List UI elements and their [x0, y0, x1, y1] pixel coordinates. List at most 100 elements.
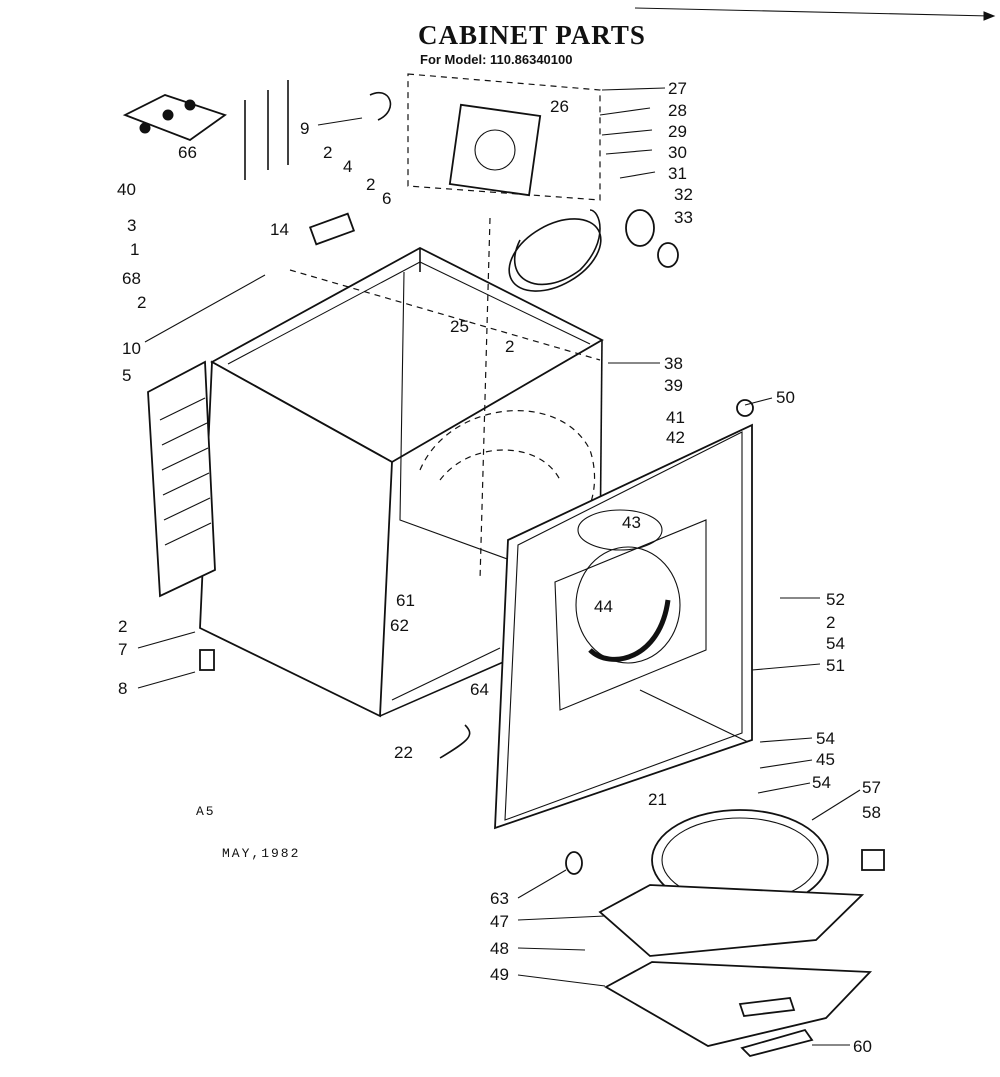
callout-32: 32: [674, 185, 693, 204]
callout-2c: 2: [137, 293, 146, 312]
back-panel-vent-6: [164, 522, 212, 546]
callout-60: 60: [853, 1037, 872, 1056]
drive-belt: [508, 218, 602, 292]
drum-inner-outline: [439, 449, 561, 481]
callout-38: 38: [664, 354, 683, 373]
terminal-screw-2: [162, 109, 174, 121]
model-subtitle: For Model: 110.86340100: [420, 52, 573, 67]
back-panel-vent-1: [159, 397, 206, 421]
callout-2b: 2: [366, 175, 375, 194]
foot-58: [861, 849, 885, 871]
callout-2d: 2: [505, 337, 514, 356]
callout-30: 30: [668, 143, 687, 162]
vertical-leader-dashed: [479, 217, 491, 581]
callout-27: 27: [668, 79, 687, 98]
door-seal-ring: [575, 546, 681, 664]
callout-leaders: [137, 87, 861, 1046]
leader-49: [517, 974, 606, 987]
callout-47: 47: [490, 912, 509, 931]
callout-8: 8: [118, 679, 127, 698]
leveling-leg: [199, 649, 215, 671]
leader-50: [744, 397, 773, 406]
callout-57: 57: [862, 778, 881, 797]
callout-42: 42: [666, 428, 685, 447]
back-panel: [147, 360, 216, 598]
leader-29: [601, 129, 653, 136]
door-panel-49: [604, 961, 873, 1047]
latch-33: [657, 242, 679, 268]
terminal-block: [122, 94, 227, 142]
date-note: MAY,1982: [222, 846, 301, 861]
callout-61: 61: [396, 591, 415, 610]
callout-68: 68: [122, 269, 141, 288]
control-assembly: [407, 73, 602, 292]
callout-14: 14: [270, 220, 289, 239]
leader-48: [517, 947, 586, 951]
back-panel-vent-2: [161, 422, 208, 446]
figure-code: A5: [196, 804, 216, 819]
callout-labels: 9 26 27 28 29 30 31 32 33 40 66 2 4 2 6 …: [117, 79, 881, 1056]
leader-54a: [759, 737, 813, 743]
leader-9: [317, 117, 363, 126]
back-panel-vent-5: [163, 497, 211, 521]
hardware-parts: [122, 80, 885, 875]
back-panel-frame: [147, 360, 216, 598]
leader-10: [144, 274, 266, 343]
back-panel-vent-4: [162, 472, 210, 496]
callout-4: 4: [343, 157, 352, 176]
callout-6: 6: [382, 189, 391, 208]
leader-47: [517, 915, 606, 921]
spring-22: [439, 724, 471, 759]
callout-44: 44: [594, 597, 613, 616]
latch-32: [625, 209, 655, 247]
cabinet-base-rail: [379, 659, 509, 717]
leader-28: [599, 107, 651, 116]
callout-5: 5: [122, 366, 131, 385]
callout-29: 29: [668, 122, 687, 141]
door-switch-area: [577, 509, 663, 551]
terminal-screw-1: [139, 122, 151, 134]
callout-52: 52: [826, 590, 845, 609]
callout-25: 25: [450, 317, 469, 336]
leader-63: [517, 869, 567, 899]
leader-27: [601, 87, 666, 91]
callout-54c: 54: [812, 773, 831, 792]
cabinet-base-rail-inner: [391, 647, 501, 701]
front-panel-leader: [639, 689, 749, 743]
door-handle-slot: [738, 997, 796, 1017]
motor-rotor: [474, 129, 516, 171]
callout-33: 33: [674, 208, 693, 227]
terminal-screw-3: [184, 99, 196, 111]
callout-40: 40: [117, 180, 136, 199]
callout-2f: 2: [118, 617, 127, 636]
callout-41: 41: [666, 408, 685, 427]
callout-64: 64: [470, 680, 489, 699]
callout-48: 48: [490, 939, 509, 958]
callout-66: 66: [178, 143, 197, 162]
door-plate-47: [598, 884, 865, 957]
back-panel-vent-3: [161, 447, 209, 471]
callout-10: 10: [122, 339, 141, 358]
leader-45: [759, 759, 813, 769]
callout-22: 22: [394, 743, 413, 762]
door-handle-60: [740, 1028, 814, 1057]
top-leader-dashed: [289, 269, 601, 361]
leader-30: [605, 149, 653, 155]
callout-7: 7: [118, 640, 127, 659]
callout-45: 45: [816, 750, 835, 769]
leader-51: [751, 663, 821, 671]
callout-62: 62: [390, 616, 409, 635]
diagram-title: CABINET PARTS: [418, 20, 646, 50]
callout-43: 43: [622, 513, 641, 532]
callout-50: 50: [776, 388, 795, 407]
top-arrowhead: [983, 11, 996, 21]
cabinet-inner-wall: [399, 271, 511, 561]
front-panel-inner: [504, 431, 743, 821]
callout-2e: 2: [826, 613, 835, 632]
callout-26: 26: [550, 97, 569, 116]
drive-belt-loop: [513, 209, 601, 286]
motor-housing: [448, 103, 542, 197]
plug-63: [565, 851, 583, 875]
